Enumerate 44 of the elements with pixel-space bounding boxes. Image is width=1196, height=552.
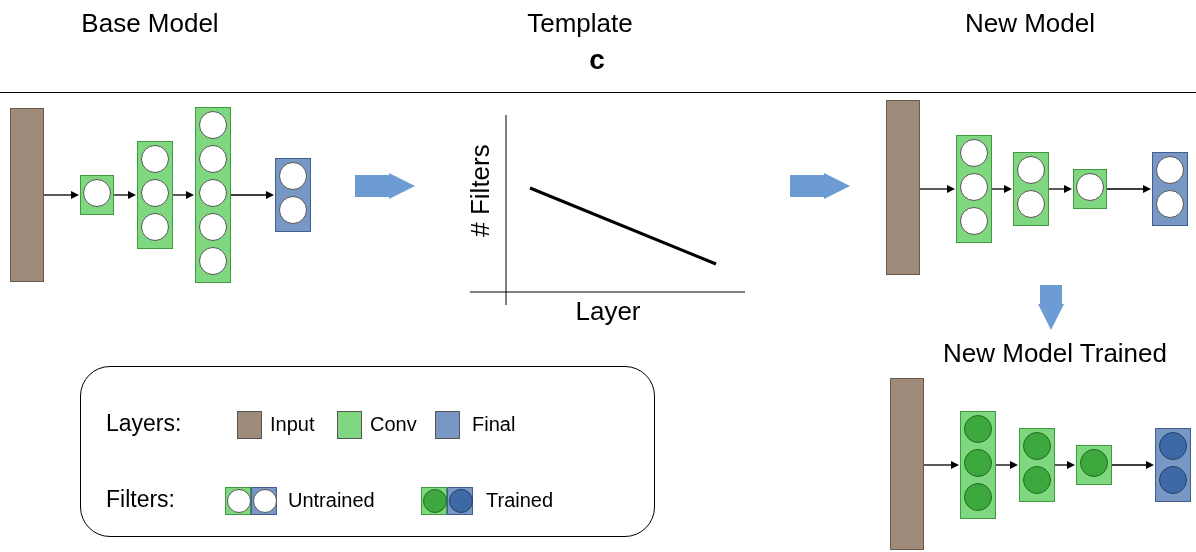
conv-layer <box>195 107 231 283</box>
block-arrow <box>790 173 850 199</box>
block-arrow <box>355 173 415 199</box>
final-layer <box>1152 152 1188 226</box>
arrow <box>172 191 194 199</box>
arrow <box>1106 185 1151 193</box>
legend-label: Untrained <box>288 489 375 512</box>
conv-layer <box>956 135 992 243</box>
arrow <box>230 191 274 199</box>
axis-label: # Filters <box>464 143 496 239</box>
section-title: New Model Trained <box>942 338 1168 369</box>
legend-heading: Filters: <box>106 486 175 513</box>
arrow <box>113 191 136 199</box>
arrow <box>923 461 959 469</box>
input-layer <box>890 378 924 550</box>
arrow <box>43 191 79 199</box>
arrow <box>919 185 955 193</box>
legend-label: Trained <box>486 489 554 512</box>
section-title: Base Model <box>80 8 220 39</box>
conv-layer <box>1076 445 1112 485</box>
parameter-label: c <box>588 44 606 76</box>
conv-layer <box>80 175 114 215</box>
section-title: New Model <box>963 8 1097 39</box>
conv-layer <box>1019 428 1055 502</box>
arrow <box>991 185 1012 193</box>
legend-label: Conv <box>370 413 417 436</box>
input-layer <box>10 108 44 282</box>
axis-label: Layer <box>574 296 642 327</box>
input-layer <box>886 100 920 275</box>
chart-title: Template <box>526 8 634 39</box>
final-layer <box>275 158 311 232</box>
final-layer <box>1155 428 1191 502</box>
block-arrow <box>1038 285 1064 330</box>
legend-heading: Layers: <box>106 410 182 437</box>
conv-layer <box>1073 169 1107 209</box>
arrow <box>1111 461 1154 469</box>
conv-layer <box>137 141 173 249</box>
arrow <box>995 461 1018 469</box>
conv-layer <box>1013 152 1049 226</box>
legend-label: Final <box>472 413 516 436</box>
conv-layer <box>960 411 996 519</box>
legend-label: Input <box>270 413 315 436</box>
arrow <box>1054 461 1075 469</box>
arrow <box>1048 185 1072 193</box>
